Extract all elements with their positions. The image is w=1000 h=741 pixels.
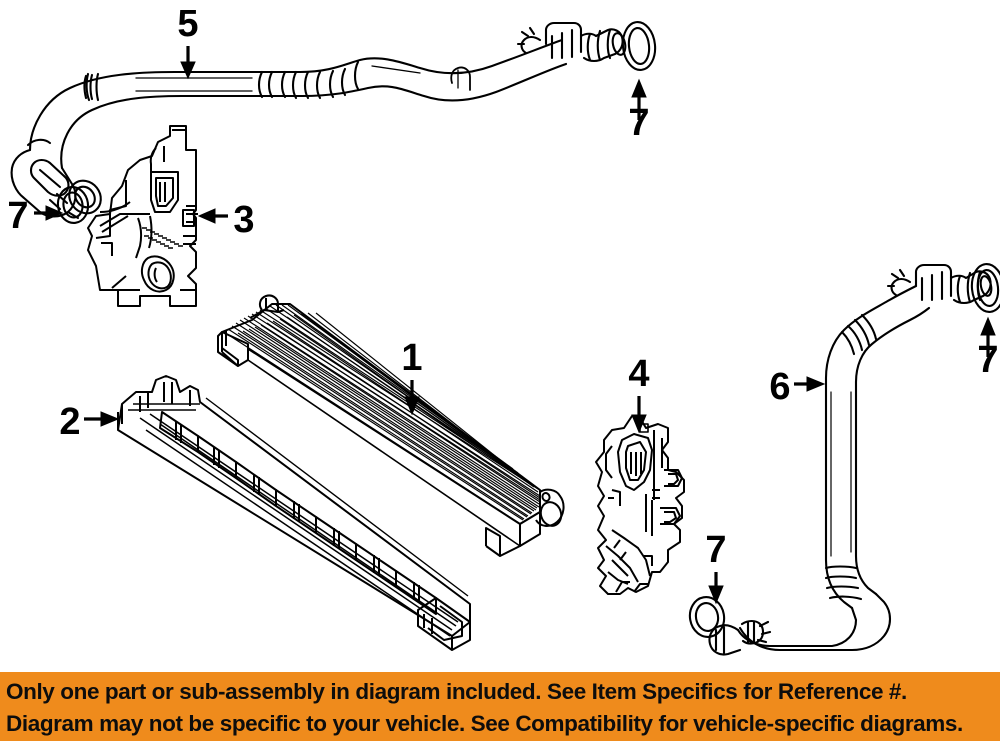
callout-5-arrow — [180, 46, 196, 80]
part-5-upper-coolant-hose — [10, 21, 627, 220]
callout-7-right-arrow — [980, 316, 996, 357]
callout-label-1: 1 — [401, 337, 422, 379]
callout-6-arrow — [794, 376, 826, 392]
disclaimer-banner: Only one part or sub-assembly in diagram… — [0, 672, 1000, 741]
part-7-oring-right — [970, 263, 1000, 313]
callout-label-7-bottom: 7 — [705, 529, 726, 571]
callout-4-arrow — [631, 396, 647, 434]
part-6-lower-coolant-hose — [708, 263, 993, 656]
disclaimer-line-1: Only one part or sub-assembly in diagram… — [6, 679, 907, 704]
callout-2-arrow — [84, 411, 120, 427]
part-2-lower-air-duct — [117, 375, 471, 651]
callout-label-6: 6 — [769, 366, 790, 408]
callout-1-arrow — [404, 380, 420, 416]
callout-label-4: 4 — [628, 353, 649, 395]
callout-7-top-left-arrow — [34, 205, 64, 221]
callout-7-top-right-arrow — [631, 78, 647, 120]
part-4-right-bracket — [595, 415, 685, 595]
callout-numbers: 5 7 3 7 1 2 4 6 7 7 — [7, 3, 998, 571]
part-3-left-bracket — [87, 125, 198, 307]
part-7-oring-top-right — [621, 21, 657, 71]
part-7-oring-top-left — [56, 186, 90, 224]
callout-label-7-top-right: 7 — [628, 102, 649, 144]
callout-label-7-right: 7 — [977, 339, 998, 381]
callout-label-7-top-left: 7 — [7, 195, 28, 237]
disclaimer-line-2: Diagram may not be specific to your vehi… — [6, 711, 963, 736]
part-7-oring-bottom — [688, 596, 726, 638]
callout-label-2: 2 — [59, 401, 80, 443]
callout-label-5: 5 — [177, 3, 198, 45]
callout-leaders — [34, 46, 996, 605]
callout-7-bottom-arrow — [708, 572, 724, 605]
callout-3-arrow — [197, 208, 228, 224]
part-1-radiator-core — [217, 294, 565, 557]
callout-label-3: 3 — [233, 199, 254, 241]
